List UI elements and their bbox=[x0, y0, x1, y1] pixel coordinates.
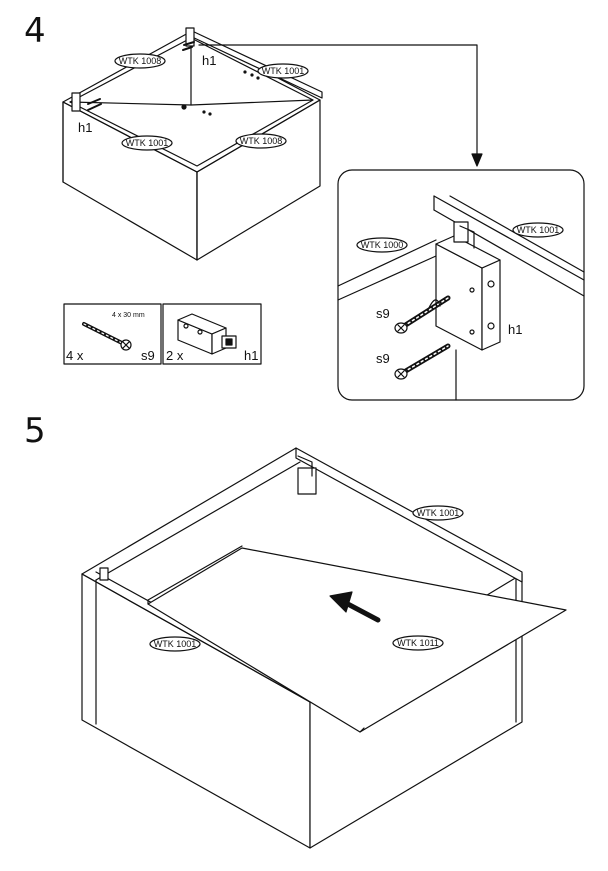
svg-text:WTK 1008: WTK 1008 bbox=[240, 136, 283, 146]
box5-back-rail bbox=[295, 447, 523, 583]
label-wtk1001-front: WTK 1001 bbox=[121, 135, 173, 151]
push-arrow bbox=[341, 599, 381, 623]
detail-screw-lower bbox=[394, 343, 451, 380]
svg-text:WTK 1000: WTK 1000 bbox=[361, 240, 404, 250]
detail-panel bbox=[337, 169, 585, 401]
step-number-5: 5 bbox=[24, 411, 46, 451]
detail-screw-upper bbox=[394, 295, 451, 334]
screw-code-label: s9 bbox=[141, 348, 155, 363]
step4-box bbox=[62, 27, 323, 261]
svg-text:WTK 1011: WTK 1011 bbox=[397, 638, 439, 648]
label5-wtk1011: WTK 1011 bbox=[392, 635, 444, 651]
parts-box-hinge: 2 x h1 bbox=[162, 303, 262, 365]
svg-text:WTK 1001: WTK 1001 bbox=[517, 225, 560, 235]
label-wtk1008-side: WTK 1008 bbox=[235, 133, 287, 149]
svg-text:WTK 1008: WTK 1008 bbox=[119, 56, 162, 66]
box-side-panel bbox=[196, 99, 321, 261]
svg-text:WTK 1001: WTK 1001 bbox=[154, 639, 197, 649]
screw-qty-label: 4 x bbox=[66, 348, 84, 363]
svg-text:WTK 1001: WTK 1001 bbox=[417, 508, 460, 518]
label-wtk1008-back: WTK 1008 bbox=[114, 53, 166, 69]
hinge5-back bbox=[297, 467, 317, 495]
sliding-panel bbox=[147, 547, 567, 733]
svg-text:WTK 1001: WTK 1001 bbox=[126, 138, 169, 148]
parts-box-screw: 4 x 30 mm 4 x s9 bbox=[63, 303, 162, 365]
detail-label-s9-upper: s9 bbox=[376, 306, 390, 321]
svg-text:WTK 1001: WTK 1001 bbox=[262, 66, 305, 76]
label5-wtk1001-front: WTK 1001 bbox=[149, 636, 201, 652]
label-h1-top: h1 bbox=[202, 53, 216, 68]
callout-arrow bbox=[198, 44, 478, 161]
hinge-top bbox=[185, 27, 195, 47]
detail-label-wtk1000: WTK 1000 bbox=[356, 237, 408, 253]
hinge-code-label: h1 bbox=[244, 348, 258, 363]
hinge-left bbox=[71, 92, 81, 112]
hinge-qty-label: 2 x bbox=[166, 348, 184, 363]
detail-label-h1: h1 bbox=[508, 322, 522, 337]
screw-size-label: 4 x 30 mm bbox=[112, 312, 145, 319]
label-wtk1001-top: WTK 1001 bbox=[257, 63, 309, 79]
detail-label-s9-lower: s9 bbox=[376, 351, 390, 366]
label5-wtk1001-back: WTK 1001 bbox=[412, 505, 464, 521]
detail-label-wtk1001: WTK 1001 bbox=[512, 222, 564, 238]
hinge5-front bbox=[99, 567, 109, 581]
step5-box bbox=[81, 447, 567, 849]
label-h1-left: h1 bbox=[78, 120, 92, 135]
step-number-4: 4 bbox=[24, 11, 46, 51]
